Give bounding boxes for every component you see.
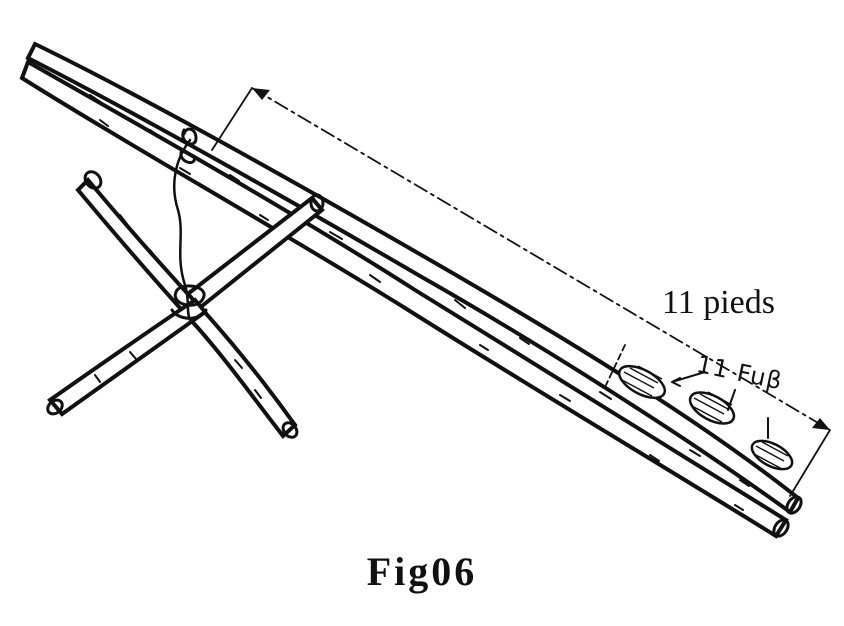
pole-end-cap-lower (772, 518, 790, 538)
trigger-stick-a-cap (83, 170, 103, 190)
cord (170, 127, 208, 322)
trigger-stick-b-cap (46, 398, 64, 416)
dimension-line (211, 87, 831, 497)
measure-label: 11 pieds (662, 284, 776, 321)
dimension-left-tick (211, 87, 253, 151)
cord-knot (170, 284, 208, 320)
footprints (605, 344, 794, 471)
dimension-dash (251, 87, 831, 431)
crossbar-end-cap (309, 193, 325, 213)
trigger-stick-a-end (281, 421, 299, 439)
dimension-arrow-left (252, 88, 270, 100)
cord-loop-top (179, 127, 198, 165)
trigger-bark-marks (94, 214, 262, 399)
foot-bracket (605, 344, 626, 386)
footprint-2-hatch (691, 391, 733, 423)
long-pole (19, 41, 803, 539)
footprint-1-hatch (621, 365, 663, 397)
foot-arrows (671, 371, 769, 439)
bark-marks (89, 94, 750, 511)
dimension-right-tick (789, 429, 831, 497)
trigger-sticks (46, 170, 299, 439)
figure-caption: Fig06 (366, 549, 478, 594)
footprint-3-hatch (753, 441, 789, 470)
dimension-arrow-right (812, 418, 830, 430)
pole-end-cap-upper (785, 495, 803, 515)
pole-rod-upper (25, 41, 801, 515)
cord-line (172, 138, 192, 322)
